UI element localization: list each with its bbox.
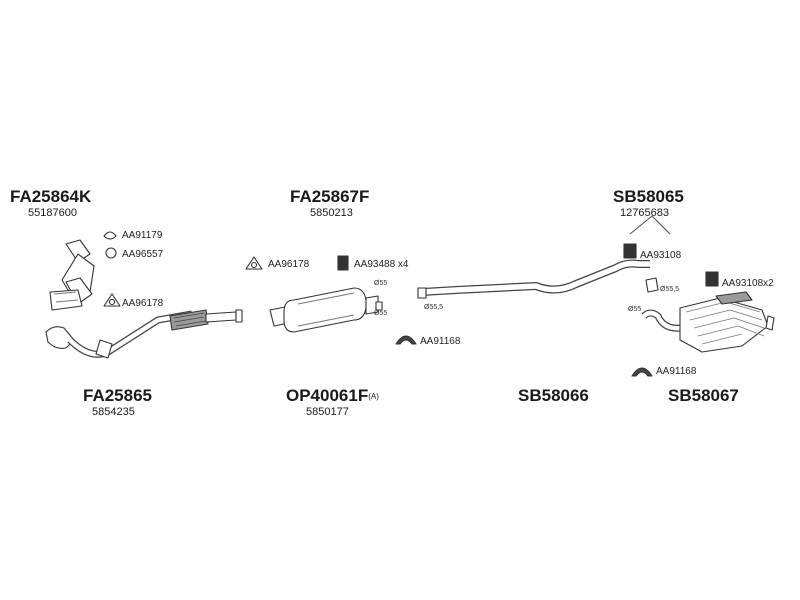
part-label-aa93108: AA93108 [640,250,682,261]
diameter-label-1: Ø55 [374,280,388,287]
rubber-mount-icon [337,255,349,271]
rubber-hanger-icon-2 [705,271,719,287]
middle-silencer [269,287,383,333]
part-label-aa91179: AA91179 [122,230,163,241]
oem-ref-12765683: 12765683 [620,207,669,219]
part-code-sb58067: SB58067 [668,386,739,405]
oem-ref-5854235: 5854235 [92,406,135,418]
oem-ref-55187600: 55187600 [28,207,77,219]
oem-ref-5850177: 5850177 [306,406,349,418]
part-label-aa93108x2: AA93108x2 [722,278,774,289]
part-label-aa96178-b: AA96178 [268,259,310,270]
oem-ref-5850213: 5850213 [310,207,353,219]
leader-lines [629,215,671,235]
diameter-label-2: Ø55 [374,310,388,317]
pipe-clamp-icon-2 [631,367,653,377]
part-label-aa91168: AA91168 [420,336,461,347]
diameter-label-4: Ø55,5 [660,286,680,293]
part-code-sb58066: SB58066 [518,386,589,405]
diameter-label-3: Ø55,5 [424,304,444,311]
part-code-suffix: (A) [368,392,379,402]
rear-silencer [641,291,775,353]
part-code-op40061f-text: OP40061F [286,386,369,405]
rubber-hanger-icon [623,243,637,259]
part-label-aa91168-b: AA91168 [656,366,697,377]
ring-gasket-icon [105,247,117,259]
diameter-label-5: Ø55 [628,306,642,313]
part-code-sb58065: SB58065 [613,187,684,206]
intermediate-pipe [417,259,659,299]
part-code-fa25867f: FA25867F [290,187,370,206]
clamp-icon [103,231,117,240]
part-code-fa25865: FA25865 [83,386,152,405]
part-label-aa93488: AA93488 x4 [354,259,409,270]
front-pipe [45,309,243,359]
part-code-fa25864k: FA25864K [10,187,92,206]
part-label-aa96557: AA96557 [122,249,164,260]
part-code-op40061f: OP40061F(A) [286,386,379,406]
pipe-clamp-icon [395,335,417,345]
part-label-aa96178: AA96178 [122,298,164,309]
catalytic-converter-front [49,239,95,311]
